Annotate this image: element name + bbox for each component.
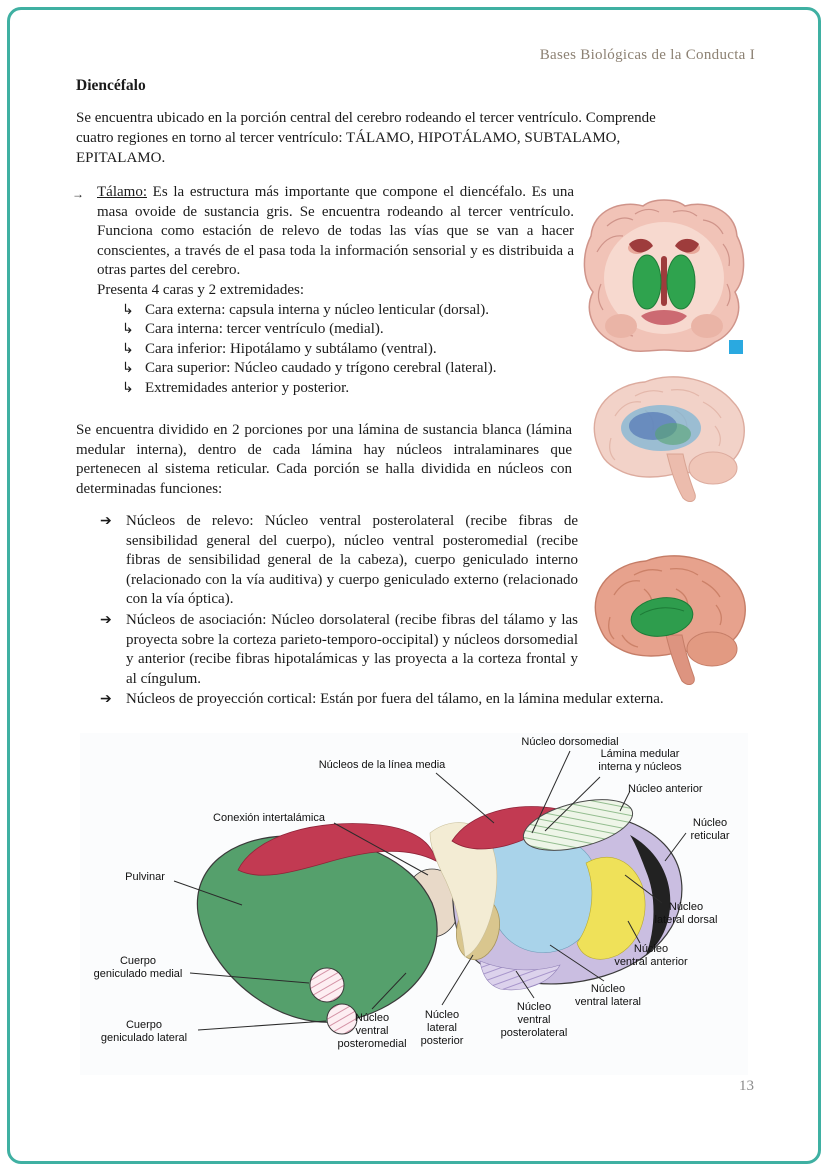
talamo-term: Tálamo: [97, 184, 147, 200]
nucleos-proyeccion-text: Núcleos de proyección cortical: Están po… [126, 691, 664, 708]
diagram-label-nucleo-dorsomedial: Núcleo dorsomedial [521, 736, 619, 748]
diagram-label-pulvinar: Pulvinar [125, 871, 165, 883]
coronal-brain-figure [577, 192, 751, 364]
diagram-label-nucleo-reticular: Núcleo reticular [690, 817, 730, 842]
cara-text: Cara superior: Núcleo caudado y trígono … [145, 360, 497, 377]
diagram-label-cuerpo-geniculado-lateral: Cuerpo geniculado lateral [100, 1019, 188, 1044]
division-paragraph: Se encuentra dividido en 2 porciones por… [76, 422, 572, 497]
nucleos-relevo-text: Núcleos de relevo: Núcleo ventral poster… [126, 513, 578, 608]
list-item: ➔ Núcleos de asociación: Núcleo dorsolat… [100, 611, 756, 689]
talamo-section: → Tálamo: Es la estructura más important… [72, 183, 574, 399]
diagram-label-cuerpo-geniculado-medial: Cuerpo geniculado medial [93, 955, 183, 980]
list-item: ➔ Núcleos de relevo: Núcleo ventral post… [100, 512, 756, 610]
cara-text: Extremidades anterior y posterior. [145, 379, 350, 396]
page-number: 13 [739, 1078, 754, 1094]
diagram-label-conexion-intertalamica: Conexión intertalámica [213, 812, 325, 824]
arrow-bullet-icon: ➔ [100, 612, 112, 628]
nucleos-asociacion-text: Núcleos de asociación: Núcleo dorsolater… [126, 611, 578, 687]
cara-item: ↳ Cara inferior: Hipotálamo y subtálamo … [122, 340, 574, 360]
intro-paragraph: Se encuentra ubicado en la porción centr… [76, 110, 656, 166]
arrow-bullet-icon: ➔ [100, 514, 112, 529]
diagram-label-nucleo-ventral-lateral: Núcleo ventral lateral [574, 983, 642, 1008]
cara-text: Cara inferior: Hipotálamo y subtálamo (v… [145, 340, 437, 357]
talamo-body: Es la estructura más importante que comp… [97, 184, 574, 279]
arrow-bullet-icon: → [72, 187, 84, 201]
hook-arrow-bullet-icon: ↳ [122, 322, 134, 338]
nucleos-list: ➔ Núcleos de relevo: Núcleo ventral post… [100, 512, 756, 711]
talamo-paragraph: Tálamo: Es la estructura más importante … [97, 183, 574, 281]
hook-arrow-bullet-icon: ↳ [122, 380, 134, 396]
sagittal-brain-green-figure [578, 543, 754, 693]
arrow-bullet-icon: ➔ [100, 692, 112, 708]
hook-arrow-bullet-icon: ↳ [122, 361, 134, 377]
page-border [7, 7, 821, 1164]
hook-arrow-bullet-icon: ↳ [122, 302, 134, 318]
cara-item: ↳ Cara interna: tercer ventrículo (media… [122, 320, 574, 340]
diagram-label-nucleos-linea-media: Núcleos de la línea media [318, 759, 446, 771]
sagittal-brain-blue-figure [575, 366, 755, 508]
diagram-label-nucleo-anterior: Núcleo anterior [628, 783, 703, 795]
cara-item: ↳ Extremidades anterior y posterior. [122, 379, 574, 399]
presenta-line: Presenta 4 caras y 2 extremidades: [97, 281, 305, 298]
list-item: ➔ Núcleos de proyección cortical: Están … [100, 690, 756, 710]
cara-item: ↳ Cara externa: capsula interna y núcleo… [122, 301, 574, 321]
diagram-label-nucleo-ventral-anterior: Núcleo ventral anterior [614, 943, 688, 968]
page-title: Diencéfalo [76, 77, 146, 94]
cara-item: ↳ Cara superior: Núcleo caudado y trígon… [122, 359, 574, 379]
diagram-label-nucleo-lateral-dorsal: Núcleo lateral dorsal [654, 901, 718, 926]
diagram-label-nucleo-ventral-posteromedial: Núcleo ventral posteromedial [337, 1012, 407, 1050]
diagram-label-nucleo-ventral-posterolateral: Núcleo ventral posterolateral [500, 1001, 568, 1039]
hook-arrow-bullet-icon: ↳ [122, 341, 134, 357]
diagram-label-lamina-medular: Lámina medular interna y núcleos [598, 748, 682, 773]
thalamus-diagram-drawing [173, 750, 687, 1035]
page-header: Bases Biológicas de la Conducta I [539, 47, 755, 63]
cara-text: Cara externa: capsula interna y núcleo l… [145, 301, 490, 318]
cara-text: Cara interna: tercer ventrículo (medial)… [145, 321, 384, 338]
thalamus-nuclei-diagram: Núcleo dorsomedial Núcleos de la línea m… [80, 733, 748, 1075]
diagram-label-nucleo-lateral-posterior: Núcleo lateral posterior [420, 1009, 464, 1047]
